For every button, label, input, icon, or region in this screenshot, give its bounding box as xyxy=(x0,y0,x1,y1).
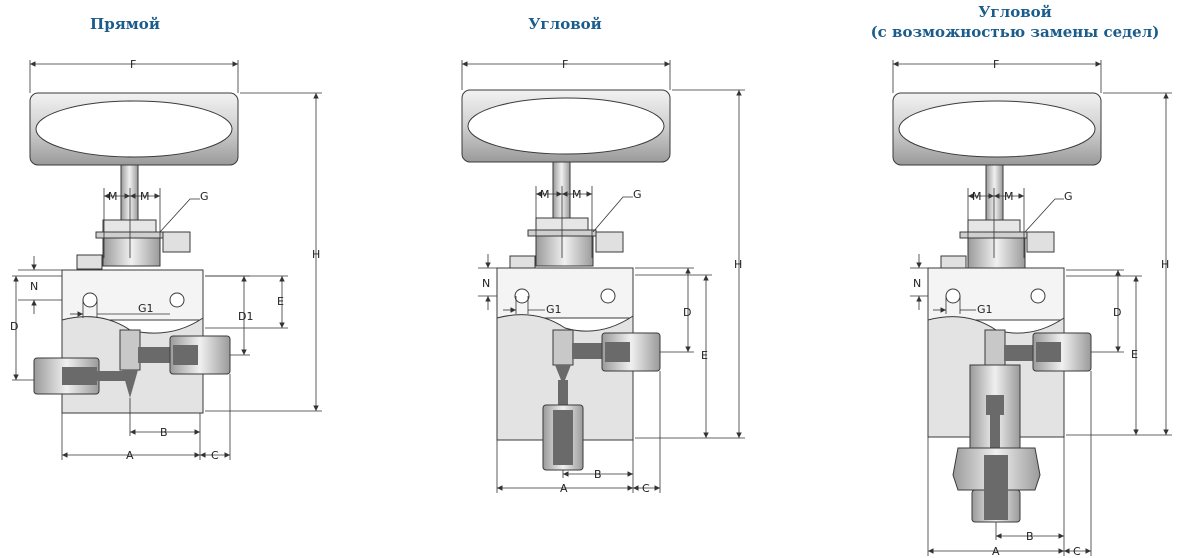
mounting-hole xyxy=(169,292,185,308)
label-A: A xyxy=(560,482,568,495)
gland-nut xyxy=(967,237,1026,269)
label-D1: D1 xyxy=(238,310,253,323)
label-G1: G1 xyxy=(546,303,562,316)
label-G1: G1 xyxy=(138,302,154,315)
mounting-hole xyxy=(82,292,98,308)
label-E: E xyxy=(701,349,708,362)
label-M: M xyxy=(1004,190,1014,203)
title-angle: Угловой xyxy=(528,15,602,33)
label-M: M xyxy=(572,188,582,201)
label-G: G xyxy=(633,188,642,201)
label-M: M xyxy=(140,190,150,203)
label-M: M xyxy=(540,188,550,201)
label-D: D xyxy=(10,320,18,333)
label-A: A xyxy=(126,449,134,462)
label-C: C xyxy=(1073,545,1081,558)
title-angle-replace-2: (с возможностью замены седел) xyxy=(870,23,1160,41)
label-B: B xyxy=(160,426,168,439)
label-A: A xyxy=(992,545,1000,558)
stem xyxy=(552,161,571,219)
label-H: H xyxy=(734,258,742,271)
label-E: E xyxy=(277,295,284,308)
angle-replaceable-dimensions: F H M M G N G1 D E B A C xyxy=(892,58,1172,558)
angle-dimensions: F H M M G N G1 D E B A C xyxy=(461,58,745,495)
label-G: G xyxy=(1064,190,1073,203)
label-B: B xyxy=(594,468,602,481)
label-G: G xyxy=(200,190,209,203)
straight-dimensions: F H M M G N G1 D D1 E xyxy=(10,58,322,462)
angle-valve xyxy=(461,89,671,471)
title-angle-replace-1: Угловой xyxy=(978,3,1052,21)
stem xyxy=(120,164,139,221)
label-N: N xyxy=(30,280,38,293)
angle-replaceable-seat-valve xyxy=(892,92,1102,523)
straight-valve xyxy=(29,92,239,414)
gland-nut xyxy=(535,235,594,267)
label-G1: G1 xyxy=(977,303,993,316)
label-H: H xyxy=(1161,258,1169,271)
label-D: D xyxy=(683,306,691,319)
gland-nut xyxy=(102,237,161,267)
stem xyxy=(985,164,1004,221)
label-F: F xyxy=(130,58,136,71)
label-M: M xyxy=(972,190,982,203)
title-straight: Прямой xyxy=(90,15,160,33)
label-N: N xyxy=(482,277,490,290)
label-H: H xyxy=(312,248,320,261)
label-C: C xyxy=(211,449,219,462)
label-F: F xyxy=(993,58,999,71)
label-D: D xyxy=(1113,306,1121,319)
label-F: F xyxy=(562,58,568,71)
label-N: N xyxy=(913,277,921,290)
label-E: E xyxy=(1131,348,1138,361)
label-B: B xyxy=(1026,530,1034,543)
label-C: C xyxy=(642,482,650,495)
label-M: M xyxy=(108,190,118,203)
